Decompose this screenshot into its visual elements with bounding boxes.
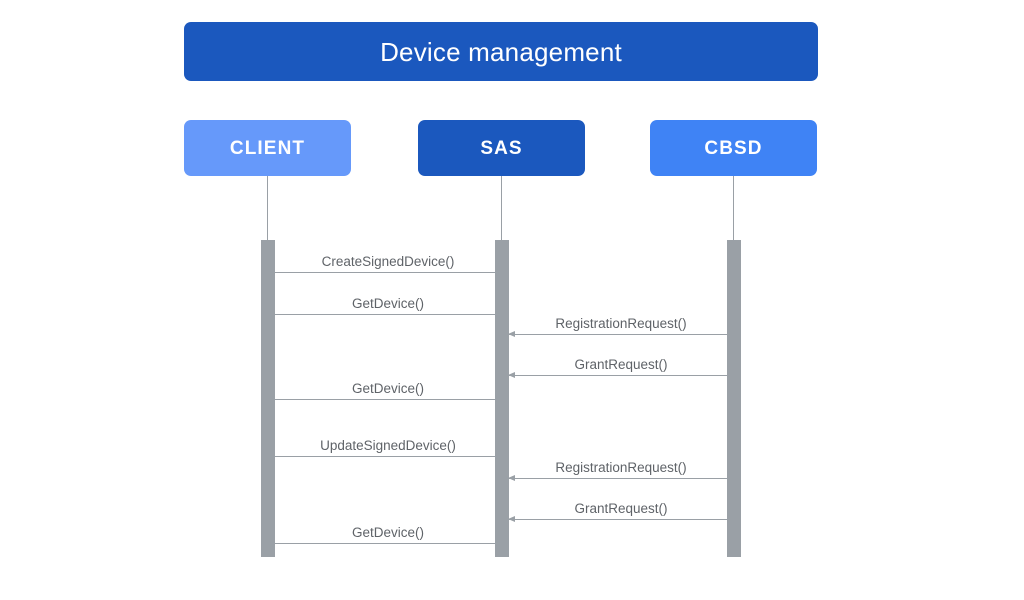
arrow-right-icon xyxy=(495,395,502,402)
lifeline-client xyxy=(267,176,268,240)
arrow-right-icon xyxy=(495,539,502,546)
participant-client[interactable]: CLIENT xyxy=(184,120,351,176)
message-update-signed-device[interactable]: UpdateSignedDevice() xyxy=(275,438,502,459)
message-label: RegistrationRequest() xyxy=(555,459,687,475)
message-get-device-3[interactable]: GetDevice() xyxy=(275,525,502,546)
participant-cbsd[interactable]: CBSD xyxy=(650,120,817,176)
page-title: Device management xyxy=(380,36,622,67)
participant-label-cbsd: CBSD xyxy=(704,137,763,159)
message-grant-request-2[interactable]: GrantRequest() xyxy=(508,501,733,522)
arrow-left-icon xyxy=(508,515,515,522)
arrow-left-icon xyxy=(508,330,515,337)
message-label: GetDevice() xyxy=(351,524,424,540)
message-registration-request-1[interactable]: RegistrationRequest() xyxy=(508,316,733,337)
activation-bar-client xyxy=(261,240,275,557)
message-label: CreateSignedDevice() xyxy=(321,253,455,269)
message-label: RegistrationRequest() xyxy=(555,315,687,331)
arrow-left-icon xyxy=(508,474,515,481)
arrow-right-icon xyxy=(495,310,502,317)
message-registration-request-2[interactable]: RegistrationRequest() xyxy=(508,460,733,481)
message-grant-request-1[interactable]: GrantRequest() xyxy=(508,357,733,378)
lifeline-sas xyxy=(501,176,502,240)
activation-bar-sas xyxy=(495,240,509,557)
lifeline-cbsd xyxy=(733,176,734,240)
arrow-right-icon xyxy=(495,452,502,459)
arrow-right-icon xyxy=(495,268,502,275)
participant-label-client: CLIENT xyxy=(229,137,306,159)
participant-sas[interactable]: SAS xyxy=(418,120,585,176)
message-get-device-1[interactable]: GetDevice() xyxy=(275,296,502,317)
message-label: GetDevice() xyxy=(351,295,424,311)
message-get-device-2[interactable]: GetDevice() xyxy=(275,381,502,402)
message-label: UpdateSignedDevice() xyxy=(320,437,456,453)
diagram-title-bar: Device management xyxy=(184,22,818,81)
participant-label-sas: SAS xyxy=(480,137,523,159)
message-label: GetDevice() xyxy=(351,380,424,396)
message-label: GrantRequest() xyxy=(574,356,668,372)
arrow-left-icon xyxy=(508,371,515,378)
message-create-signed-device[interactable]: CreateSignedDevice() xyxy=(275,254,502,275)
activation-bar-cbsd xyxy=(727,240,741,557)
message-label: GrantRequest() xyxy=(574,500,668,516)
